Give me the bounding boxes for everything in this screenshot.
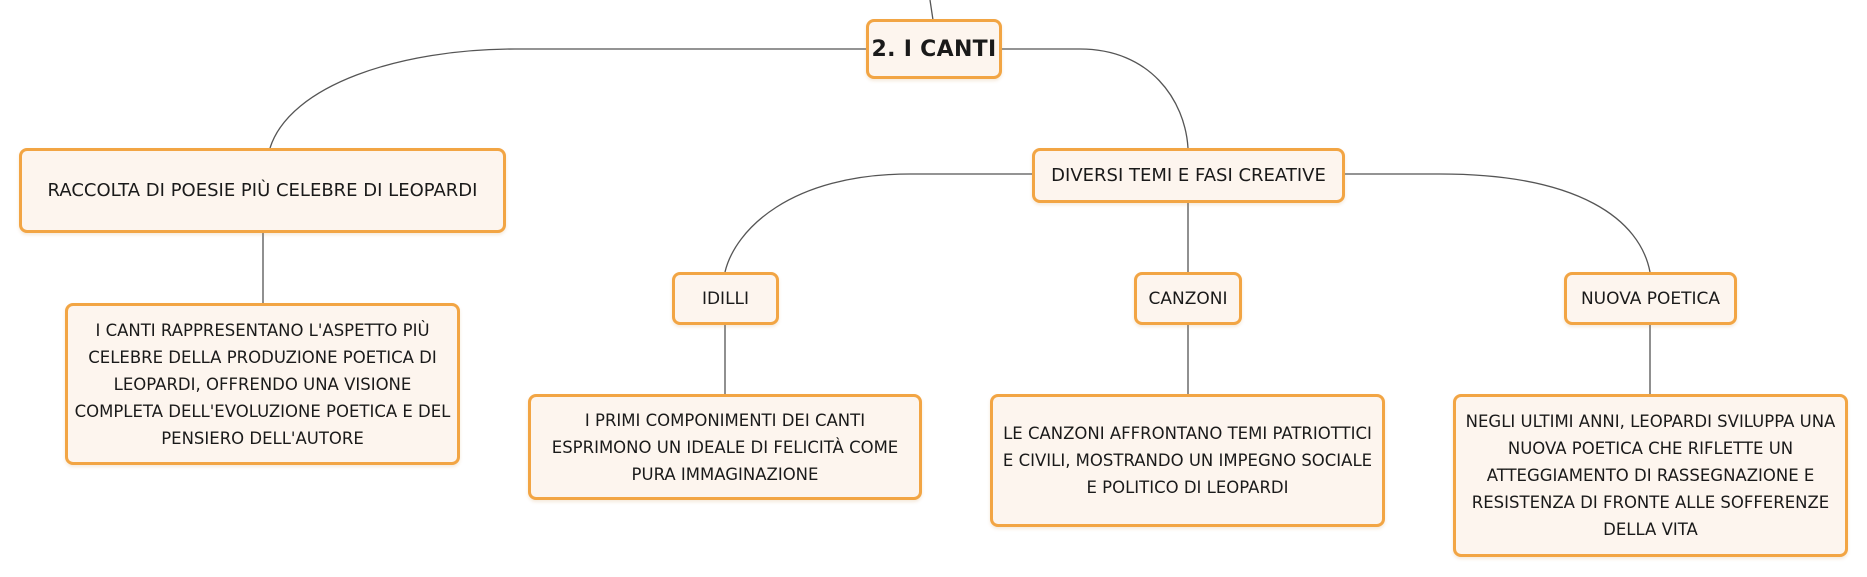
node-canzoni-detail-text: LE CANZONI AFFRONTANO TEMI PATRIOTTICI E… [1002, 424, 1373, 497]
node-nuova-poetica[interactable]: NUOVA POETICA [1564, 272, 1737, 325]
root-node-label: 2. I CANTI [871, 36, 997, 62]
node-canzoni-label: CANZONI [1148, 288, 1228, 309]
node-idilli-detail[interactable]: I PRIMI COMPONIMENTI DEI CANTI ESPRIMONO… [528, 394, 922, 500]
connector-root-to-temi [1000, 48, 1189, 149]
node-idilli-detail-text: I PRIMI COMPONIMENTI DEI CANTI ESPRIMONO… [551, 410, 899, 484]
root-node[interactable]: 2. I CANTI [866, 19, 1002, 79]
node-raccolta-detail[interactable]: I CANTI RAPPRESENTANO L'ASPETTO PIÙ CELE… [65, 303, 460, 465]
node-diversi-temi[interactable]: DIVERSI TEMI E FASI CREATIVE [1032, 148, 1345, 203]
node-raccolta-label: RACCOLTA DI POESIE PIÙ CELEBRE DI LEOPAR… [47, 180, 478, 201]
node-raccolta-detail-text: I CANTI RAPPRESENTANO L'ASPETTO PIÙ CELE… [74, 320, 451, 448]
connector-root-to-raccolta [269, 48, 868, 149]
connector-temi-to-nuova [1345, 173, 1651, 273]
node-nuova-poetica-detail[interactable]: NEGLI ULTIMI ANNI, LEOPARDI SVILUPPA UNA… [1453, 394, 1848, 557]
connector-root-incoming [929, 0, 934, 21]
node-canzoni[interactable]: CANZONI [1134, 272, 1242, 325]
node-idilli[interactable]: IDILLI [672, 272, 779, 325]
node-nuova-poetica-label: NUOVA POETICA [1580, 288, 1721, 309]
connector-temi-to-idilli [724, 173, 1032, 273]
node-canzoni-detail[interactable]: LE CANZONI AFFRONTANO TEMI PATRIOTTICI E… [990, 394, 1385, 527]
node-diversi-temi-label: DIVERSI TEMI E FASI CREATIVE [1051, 165, 1326, 186]
node-raccolta[interactable]: RACCOLTA DI POESIE PIÙ CELEBRE DI LEOPAR… [19, 148, 506, 233]
node-idilli-label: IDILLI [701, 288, 750, 309]
node-nuova-poetica-detail-text: NEGLI ULTIMI ANNI, LEOPARDI SVILUPPA UNA… [1465, 412, 1836, 539]
